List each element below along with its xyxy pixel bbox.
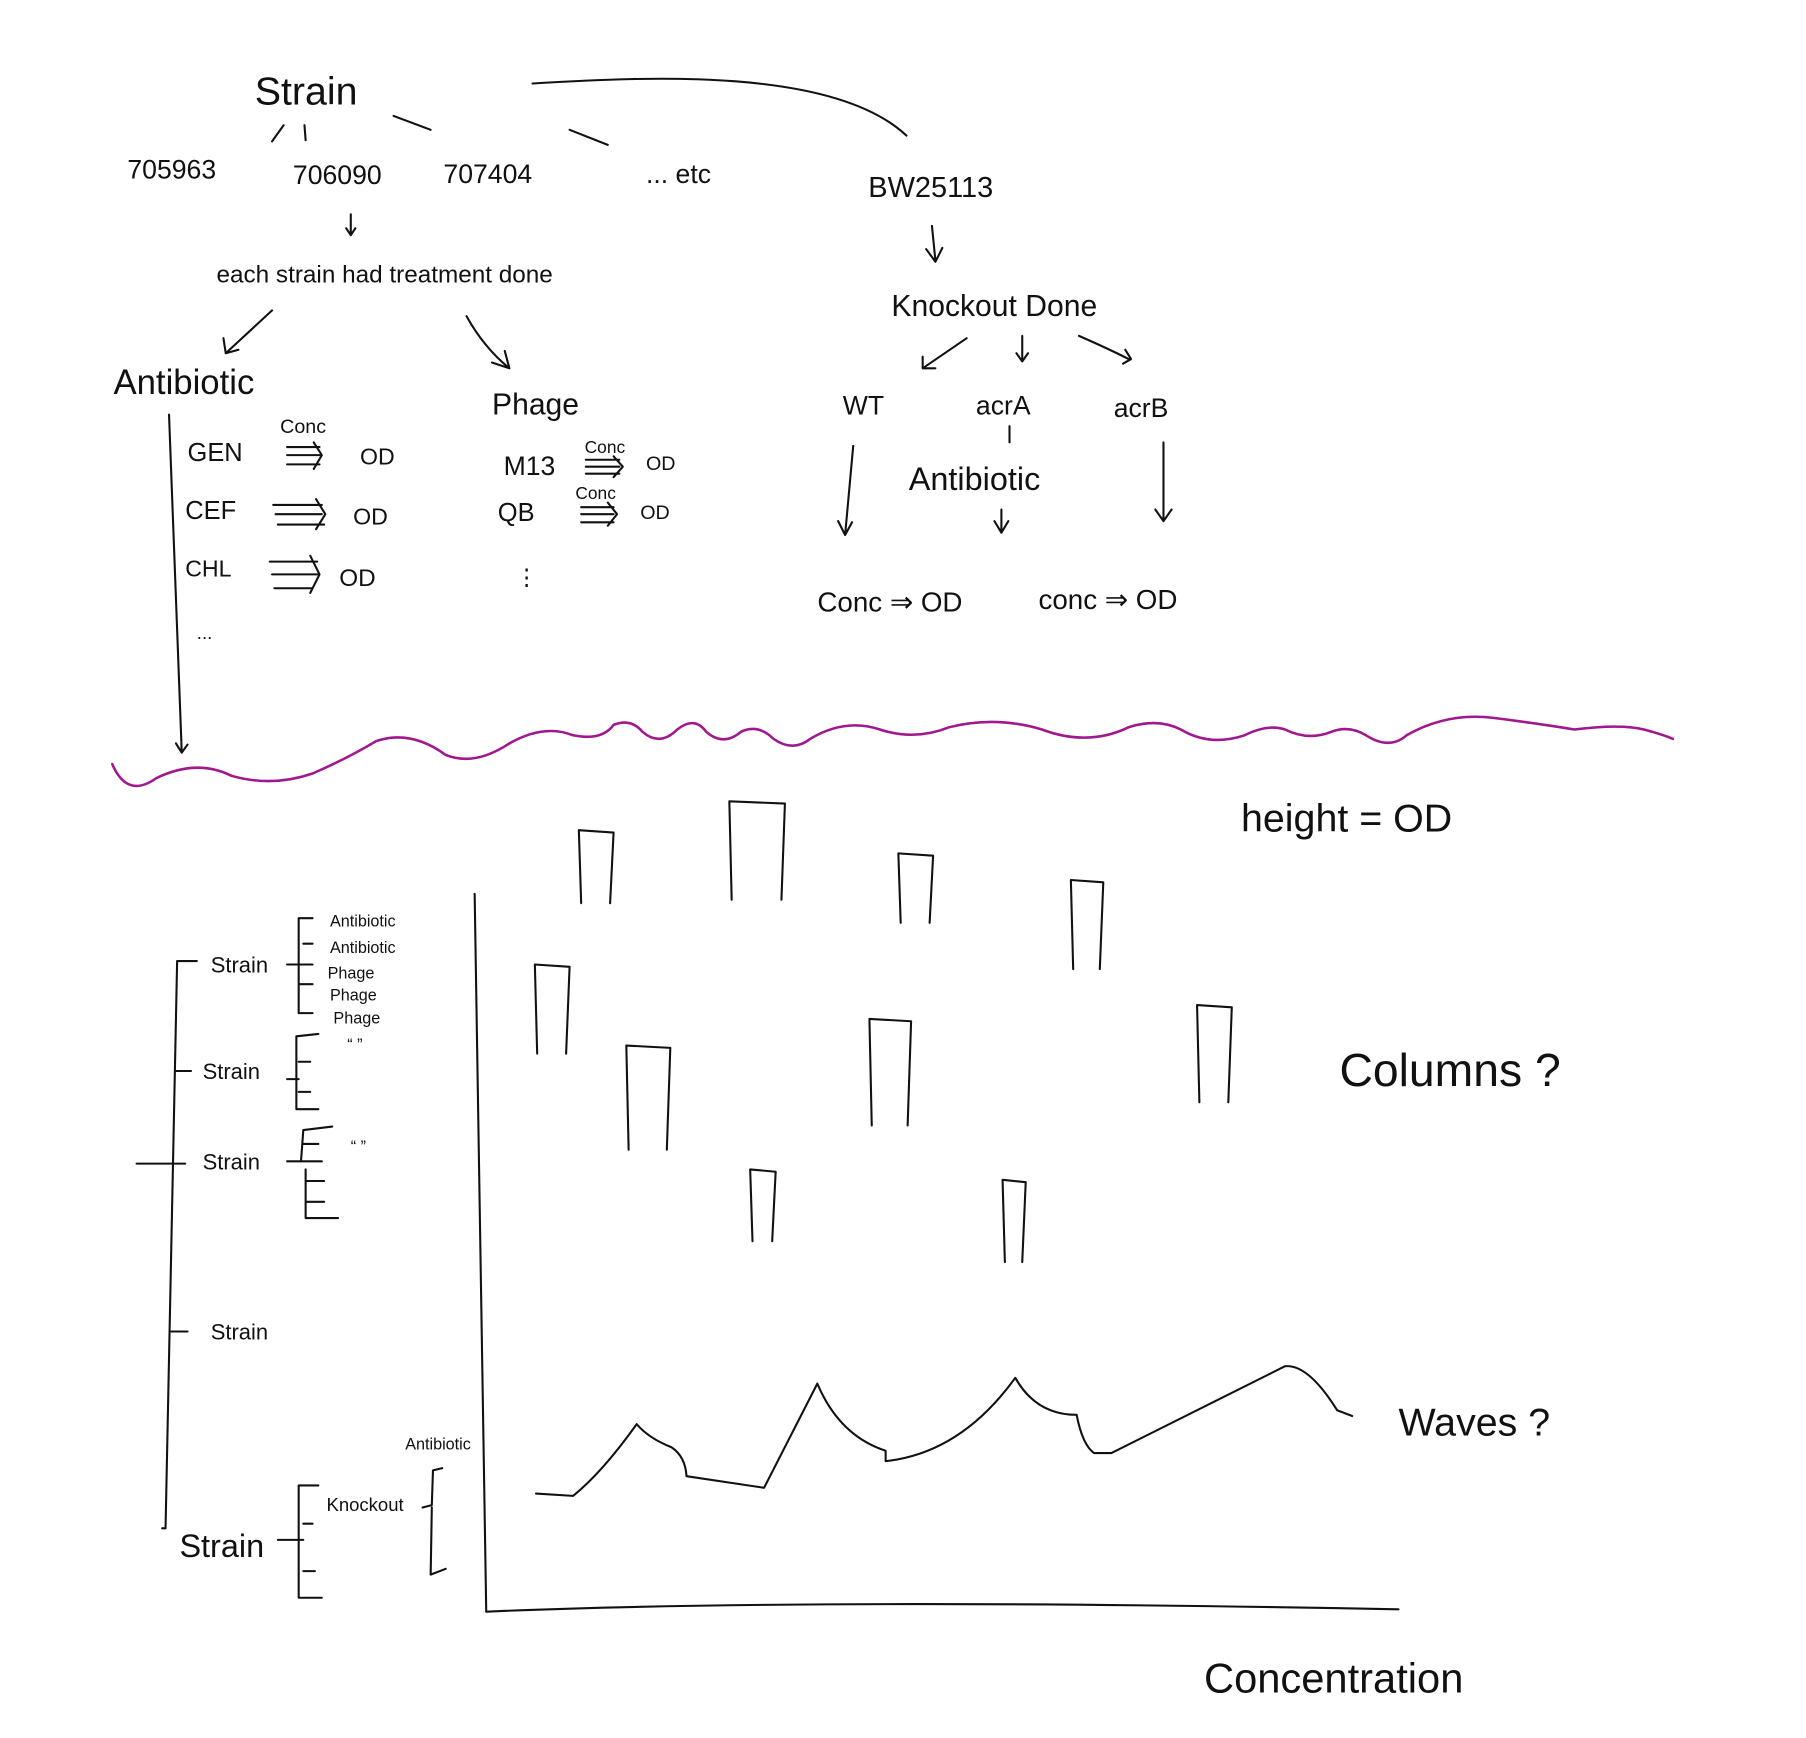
strain-bw25113: BW25113 [868,172,993,204]
column-sketch [1196,1003,1233,1104]
root-strain-label: Strain [255,69,358,113]
antibiotic-title: Antibiotic [113,364,254,402]
sub-bracket-3 [286,1125,340,1220]
child-antibiotic-1: Antibiotic [330,912,396,930]
strain-etc: ... etc [646,159,711,189]
gen-label: GEN [188,439,243,467]
m13-od: OD [646,453,676,475]
antibiotic-more: ... [197,622,212,643]
column-sketch [868,1017,913,1127]
cef-label: CEF [185,497,236,525]
cef-od: OD [353,504,388,530]
arrow-to-acrb-icon [1077,334,1133,365]
chl-label: CHL [185,556,231,582]
wt-down-arrow-icon [837,444,855,537]
conc-label: Conc [280,416,326,438]
sub-bracket-2 [286,1032,320,1111]
column-sketch [897,852,935,924]
strain-hierarchy: Strain Strain Strain Strain Strain Antib… [135,912,471,1599]
ditto-marks-2: “ ” [351,1138,366,1156]
knockout-antibiotic-label: Antibiotic [909,461,1041,497]
chart-sketch: height = OD Columns ? Waves ? Concentrat… [473,796,1561,1702]
child-phage-3: Phage [333,1010,380,1028]
strain-label-4: Strain [211,1320,268,1345]
gen-od: OD [360,443,395,469]
arrow-to-wt-icon [921,337,968,370]
phage-title: Phage [492,389,579,422]
antibiotic-down-line [167,413,189,754]
antibiotic-label: Antibiotic [405,1436,471,1454]
triple-arrow-icon [268,554,321,594]
qb-label: QB [498,499,535,527]
acrb-result: conc ⇒ OD [1038,584,1177,615]
wt-result: Conc ⇒ OD [817,586,962,617]
wt-label: WT [843,391,884,421]
down-arrow-icon [345,213,357,237]
triple-arrow-icon [584,455,624,479]
treatment-note: each strain had treatment done [216,262,552,289]
column-sketches [533,800,1233,1264]
sub-bracket-1 [286,917,314,1015]
ditto-marks-1: “ ” [347,1036,362,1054]
wave-sketch [534,1365,1354,1497]
column-sketch [533,963,571,1055]
strain-705963: 705963 [127,154,216,184]
height-od-note: height = OD [1241,796,1452,840]
phage-more: ⋮ [515,564,538,590]
column-sketch [728,800,786,901]
arrow-to-antibiotic-icon [222,309,274,355]
branch-lines [271,114,609,146]
strain-706090: 706090 [293,160,382,190]
top-tree: Strain 705963 706090 707404 ... etc BW25… [113,69,1177,754]
x-axis-line [485,1603,1400,1613]
knockout-title: Knockout Done [891,290,1097,323]
bw25113-branch-curve [531,77,908,137]
triple-arrow-icon [580,501,619,527]
qb-od: OD [640,502,670,524]
waves-note: Waves ? [1398,1401,1550,1445]
columns-note: Columns ? [1339,1044,1560,1096]
triple-arrow-icon [272,498,327,531]
strain-label-3: Strain [203,1149,260,1174]
column-sketch [625,1044,672,1151]
chl-od: OD [339,565,375,592]
child-phage-2: Phage [330,986,377,1004]
column-sketch [577,829,615,905]
qb-conc-label: Conc [575,483,616,503]
antibiotic-brace [421,1467,447,1576]
column-sketch [1001,1178,1027,1264]
main-bracket [135,959,198,1530]
acrb-down-arrow-icon [1154,441,1173,523]
strain-label-1: Strain [211,953,268,978]
arrow-to-acra-icon [1015,334,1030,363]
sub-bracket-knockout [276,1484,323,1599]
knockout-label: Knockout [326,1494,404,1515]
m13-label: M13 [504,451,556,481]
strain-label-2: Strain [203,1059,260,1084]
child-antibiotic-2: Antibiotic [330,939,396,957]
acra-down-arrow-icon [993,508,1010,534]
down-arrow-icon [925,224,944,263]
triple-arrow-icon [286,441,323,471]
x-axis-label: Concentration [1204,1655,1463,1702]
m13-conc-label: Conc [585,437,626,457]
acra-label: acrA [976,391,1031,421]
arrow-to-phage-icon [465,315,511,370]
y-axis-line [473,892,488,1613]
strain-707404: 707404 [443,159,532,189]
wavy-divider [111,715,1675,788]
column-sketch [1069,878,1105,971]
acrb-label: acrB [1114,393,1169,423]
strain-label-5: Strain [179,1528,264,1564]
child-phage-1: Phage [328,964,375,982]
column-sketch [749,1168,777,1243]
